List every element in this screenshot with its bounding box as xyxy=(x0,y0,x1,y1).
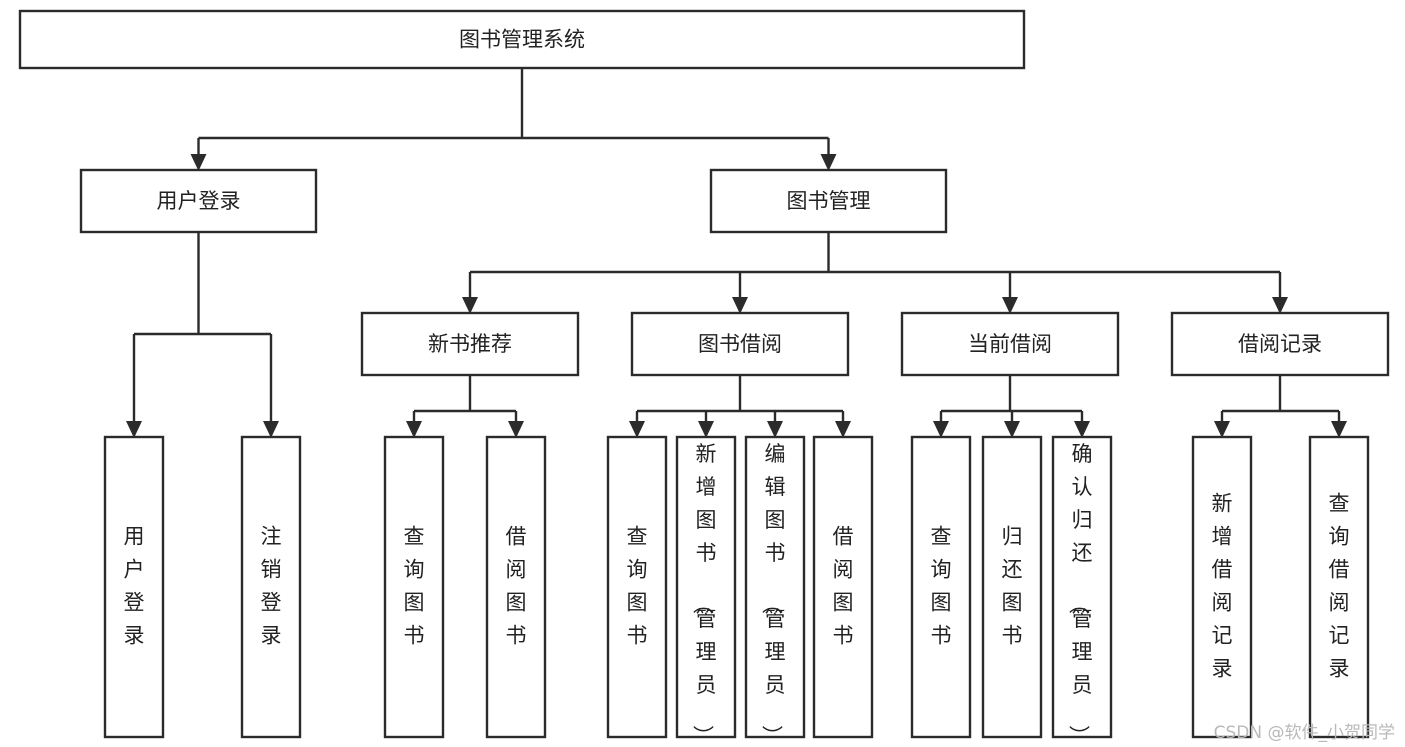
node-label-new-book-recommend: 新书推荐 xyxy=(428,332,512,356)
node-leaf-query-book-recommend[interactable]: 查询图书 xyxy=(383,435,445,739)
node-box-leaf-return-book xyxy=(981,435,1043,739)
node-box-leaf-user-login xyxy=(103,435,165,739)
node-box-leaf-add-borrow-record xyxy=(1191,435,1253,739)
node-box-leaf-query-book-recommend xyxy=(383,435,445,739)
node-new-book-recommend[interactable]: 新书推荐 xyxy=(360,311,580,377)
connectors-layer xyxy=(126,68,1347,438)
node-current-borrow[interactable]: 当前借阅 xyxy=(900,311,1120,377)
node-leaf-borrow-book-recommend[interactable]: 借阅图书 xyxy=(485,435,547,739)
node-label-leaf-edit-book: 编辑图书（管理员） xyxy=(760,442,786,746)
node-label-leaf-confirm-return: 确认归还（管理员） xyxy=(1067,442,1093,746)
node-user-login[interactable]: 用户登录 xyxy=(79,168,318,234)
node-box-leaf-edit-book xyxy=(744,435,806,739)
node-leaf-user-logout[interactable]: 注销登录 xyxy=(240,435,302,739)
node-label-leaf-borrow-book-recommend: 借阅图书 xyxy=(506,525,527,648)
node-label-leaf-borrow-book: 借阅图书 xyxy=(833,525,854,648)
node-label-leaf-user-login: 用户登录 xyxy=(124,525,145,648)
node-box-leaf-query-borrow-record xyxy=(1308,435,1370,739)
node-label-leaf-query-book-recommend: 查询图书 xyxy=(404,525,425,648)
node-book-management[interactable]: 图书管理 xyxy=(709,168,948,234)
node-label-user-login: 用户登录 xyxy=(157,189,241,213)
node-label-borrow-records: 借阅记录 xyxy=(1238,332,1322,356)
node-leaf-add-borrow-record[interactable]: 新增借阅记录 xyxy=(1191,435,1253,739)
node-box-leaf-query-book-borrow xyxy=(606,435,668,739)
csdn-watermark: CSDN @软件_小贺同学 xyxy=(1213,723,1395,743)
node-borrow-records[interactable]: 借阅记录 xyxy=(1170,311,1390,377)
node-box-book-borrow xyxy=(630,311,850,377)
node-box-new-book-recommend xyxy=(360,311,580,377)
node-label-leaf-query-book-borrow: 查询图书 xyxy=(627,525,648,648)
node-box-root xyxy=(18,9,1026,70)
node-box-user-login xyxy=(79,168,318,234)
node-root[interactable]: 图书管理系统 xyxy=(18,9,1026,70)
node-label-leaf-return-book: 归还图书 xyxy=(1002,525,1023,648)
node-leaf-confirm-return[interactable]: 确认归还（管理员） xyxy=(1051,435,1113,746)
node-leaf-return-book[interactable]: 归还图书 xyxy=(981,435,1043,739)
node-label-root: 图书管理系统 xyxy=(459,28,585,52)
node-label-leaf-add-book: 新增图书（管理员） xyxy=(691,442,717,746)
node-box-leaf-add-book xyxy=(675,435,737,739)
node-box-leaf-borrow-book xyxy=(812,435,874,739)
node-label-leaf-query-book-current: 查询图书 xyxy=(931,525,952,648)
node-box-borrow-records xyxy=(1170,311,1390,377)
node-label-leaf-query-borrow-record: 查询借阅记录 xyxy=(1329,492,1350,681)
node-box-leaf-query-book-current xyxy=(910,435,972,739)
node-leaf-query-book-borrow[interactable]: 查询图书 xyxy=(606,435,668,739)
node-label-leaf-user-logout: 注销登录 xyxy=(261,525,282,648)
node-box-book-management xyxy=(709,168,948,234)
node-box-leaf-confirm-return xyxy=(1051,435,1113,739)
node-box-leaf-user-logout xyxy=(240,435,302,739)
nodes-layer: 图书管理系统用户登录图书管理新书推荐图书借阅当前借阅借阅记录用户登录注销登录查询… xyxy=(18,9,1390,746)
node-label-book-management: 图书管理 xyxy=(787,189,871,213)
node-leaf-edit-book[interactable]: 编辑图书（管理员） xyxy=(744,435,806,746)
node-book-borrow[interactable]: 图书借阅 xyxy=(630,311,850,377)
node-box-leaf-borrow-book-recommend xyxy=(485,435,547,739)
node-label-book-borrow: 图书借阅 xyxy=(698,332,782,356)
node-leaf-user-login[interactable]: 用户登录 xyxy=(103,435,165,739)
node-leaf-query-borrow-record[interactable]: 查询借阅记录 xyxy=(1308,435,1370,739)
node-leaf-add-book[interactable]: 新增图书（管理员） xyxy=(675,435,737,746)
node-leaf-query-book-current[interactable]: 查询图书 xyxy=(910,435,972,739)
node-label-leaf-add-borrow-record: 新增借阅记录 xyxy=(1212,492,1233,681)
node-leaf-borrow-book[interactable]: 借阅图书 xyxy=(812,435,874,739)
node-label-current-borrow: 当前借阅 xyxy=(968,332,1052,356)
node-box-current-borrow xyxy=(900,311,1120,377)
